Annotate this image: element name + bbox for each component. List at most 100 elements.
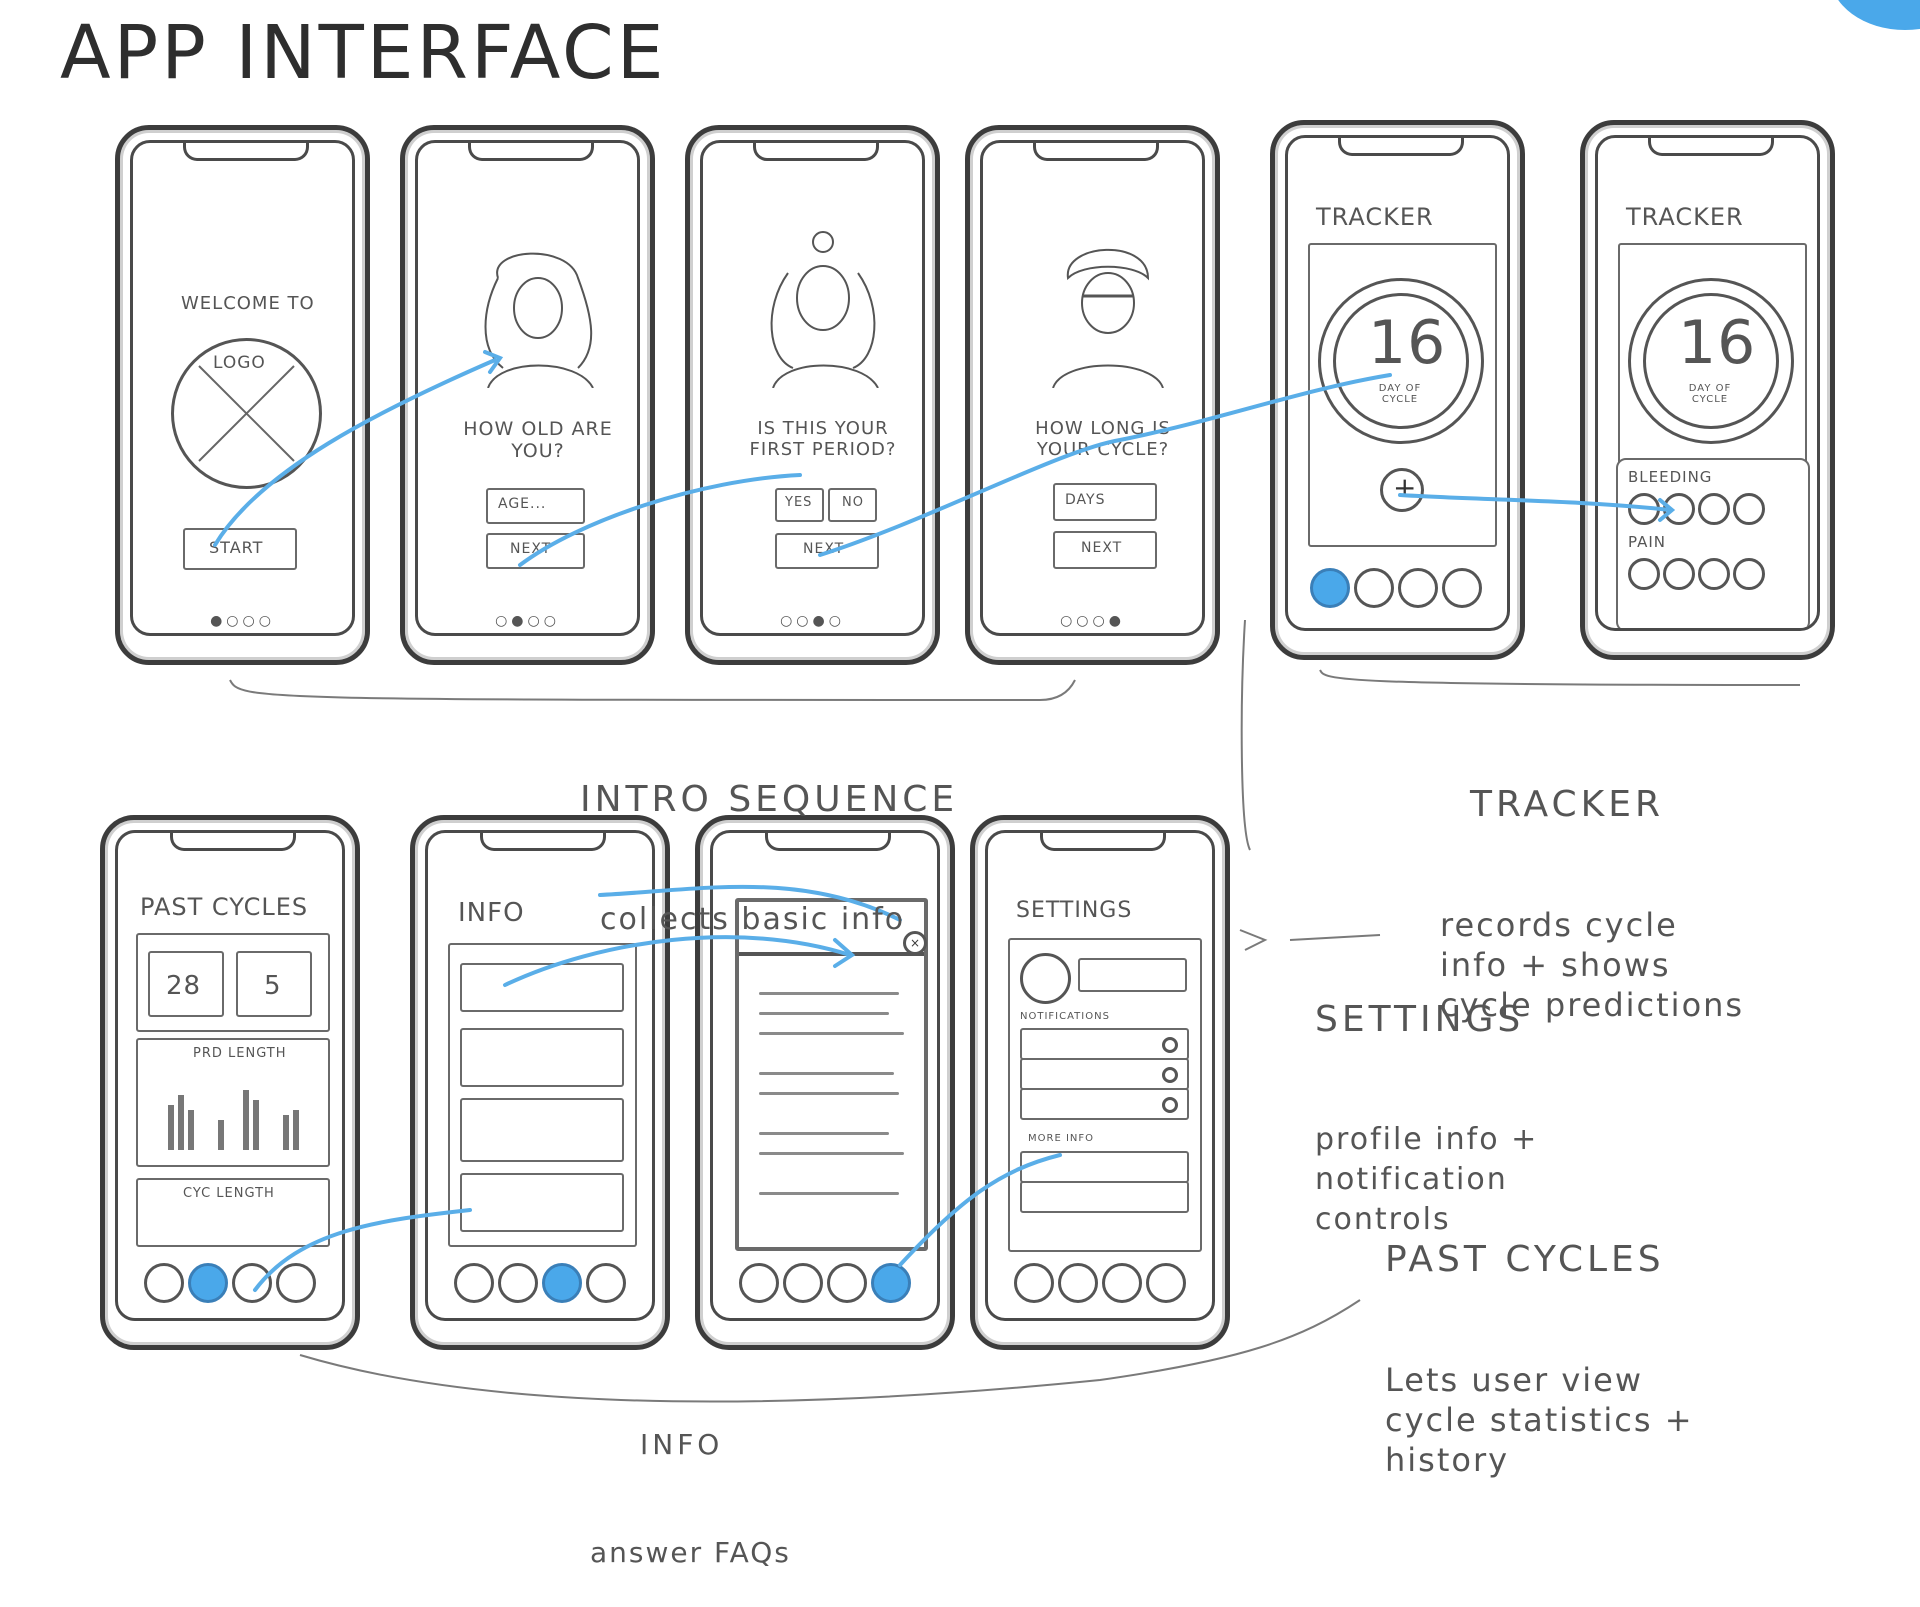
welcome-text: WELCOME TO: [181, 293, 315, 314]
nav-past-cycles[interactable]: [188, 1263, 228, 1303]
phone-screen: HOW LONG IS YOUR CYCLE? DAYS NEXT ○○○●: [980, 140, 1205, 636]
text-line: [759, 1032, 904, 1035]
nav-settings[interactable]: [1146, 1263, 1186, 1303]
nav-tracker[interactable]: [144, 1263, 184, 1303]
symptom-panel: [1616, 458, 1810, 628]
note-tracker-desc: records cycle info + shows cycle predict…: [1440, 906, 1745, 1024]
phone-screen: TRACKER 16 DAY OF CYCLE +: [1285, 135, 1510, 631]
start-label: START: [209, 538, 264, 557]
phone-notch: [182, 143, 309, 161]
bleeding-level-4[interactable]: [1733, 493, 1765, 525]
day-ring-inner: [1333, 293, 1469, 429]
faq-item[interactable]: [460, 1028, 624, 1087]
flow-arrows: [213, 350, 1801, 1403]
stats-card: [136, 933, 330, 1032]
nav-settings[interactable]: [276, 1263, 316, 1303]
days-input[interactable]: DAYS: [1053, 483, 1157, 521]
pain-level-4[interactable]: [1733, 558, 1765, 590]
cycle-length-label: CYC LENGTH: [183, 1186, 275, 1201]
no-label: NO: [842, 495, 864, 510]
age-placeholder: AGE...: [498, 496, 547, 512]
note-past-title: PAST CYCLES: [1385, 1239, 1665, 1280]
bleeding-label: BLEEDING: [1628, 468, 1713, 486]
profile-name-field[interactable]: [1078, 958, 1187, 992]
day-ring-outer: [1318, 278, 1484, 444]
nav-settings[interactable]: [1442, 568, 1482, 608]
nav-tracker[interactable]: [739, 1263, 779, 1303]
next-label: NEXT: [803, 541, 845, 557]
nav-past-cycles[interactable]: [1058, 1263, 1098, 1303]
page-title: APP INTERFACE: [60, 10, 667, 96]
day-number: 16: [1368, 308, 1447, 378]
bar-chart: [168, 1090, 299, 1150]
past-heading: PAST CYCLES: [140, 893, 309, 921]
next-label: NEXT: [1081, 540, 1123, 556]
faq-detail-modal: [735, 898, 928, 1251]
person-illustration: [1052, 248, 1164, 388]
next-button[interactable]: NEXT: [1053, 531, 1157, 569]
text-line: [759, 1192, 899, 1195]
avatar[interactable]: [1020, 953, 1071, 1004]
start-button[interactable]: START: [183, 528, 297, 570]
nav-past-cycles[interactable]: [783, 1263, 823, 1303]
nav-past-cycles[interactable]: [1354, 568, 1394, 608]
page-dots: ○○●○: [780, 613, 845, 629]
nav-info[interactable]: [1102, 1263, 1142, 1303]
day-label: DAY OF CYCLE: [1378, 383, 1422, 405]
cycle-length-chart: CYC LENGTH: [136, 1178, 330, 1247]
faq-item[interactable]: [460, 1098, 624, 1162]
pain-level-1[interactable]: [1628, 558, 1660, 590]
phone-notch: [467, 143, 594, 161]
pain-level-2[interactable]: [1663, 558, 1695, 590]
faq-item[interactable]: [460, 963, 624, 1012]
notification-row[interactable]: [1020, 1088, 1189, 1120]
note-intro-title: INTRO SEQUENCE: [580, 779, 959, 820]
woman-illustration: [770, 231, 879, 388]
nav-tracker[interactable]: [1310, 568, 1350, 608]
stat-box-period: 5: [236, 951, 312, 1017]
toggle-icon[interactable]: [1162, 1097, 1178, 1113]
text-line: [759, 1072, 894, 1075]
day-number: 16: [1678, 308, 1757, 378]
pain-level-3[interactable]: [1698, 558, 1730, 590]
phone-first-period: IS THIS YOUR FIRST PERIOD? YES NO NEXT ○…: [685, 125, 940, 665]
next-button[interactable]: NEXT: [775, 533, 879, 569]
woman-illustration: [484, 252, 594, 388]
pain-label: PAIN: [1628, 533, 1666, 551]
text-line: [759, 1012, 889, 1015]
more-info-label: MORE INFO: [1028, 1133, 1094, 1144]
no-button[interactable]: NO: [828, 488, 877, 522]
notifications-label: NOTIFICATIONS: [1020, 1011, 1110, 1022]
text-line: [759, 1092, 899, 1095]
nav-info[interactable]: [542, 1263, 582, 1303]
page-dots: ○●○○: [495, 613, 560, 629]
phone-tracker-entry: TRACKER 16 DAY OF CYCLE BLEEDING PAIN: [1580, 120, 1835, 660]
phone-notch: [1040, 833, 1166, 851]
nav-info[interactable]: [1398, 568, 1438, 608]
nav-info[interactable]: [232, 1263, 272, 1303]
phone-screen: IS THIS YOUR FIRST PERIOD? YES NO NEXT ○…: [700, 140, 925, 636]
phone-screen: ×: [710, 830, 940, 1321]
bleeding-level-3[interactable]: [1698, 493, 1730, 525]
close-icon[interactable]: ×: [903, 931, 927, 955]
toggle-icon[interactable]: [1162, 1067, 1178, 1083]
phone-notch: [752, 143, 879, 161]
stat-value-period: 5: [264, 971, 282, 1001]
stat-box-cycle: 28: [148, 951, 224, 1017]
nav-tracker[interactable]: [1014, 1263, 1054, 1303]
nav-settings[interactable]: [871, 1263, 911, 1303]
faq-item[interactable]: [460, 1173, 624, 1232]
toggle-icon[interactable]: [1162, 1037, 1178, 1053]
note-tracker-title: TRACKER: [1470, 784, 1665, 825]
note-settings-title: SETTINGS: [1315, 999, 1525, 1040]
phone-screen: SETTINGS NOTIFICATIONS MORE INFO: [985, 830, 1215, 1321]
nav-past-cycles[interactable]: [498, 1263, 538, 1303]
phone-info: INFO: [410, 815, 670, 1350]
age-input[interactable]: AGE...: [486, 488, 585, 524]
modal-header-divider: [739, 952, 924, 956]
more-info-row[interactable]: [1020, 1181, 1189, 1213]
nav-settings[interactable]: [586, 1263, 626, 1303]
nav-tracker[interactable]: [454, 1263, 494, 1303]
nav-info[interactable]: [827, 1263, 867, 1303]
yes-button[interactable]: YES: [775, 488, 824, 522]
